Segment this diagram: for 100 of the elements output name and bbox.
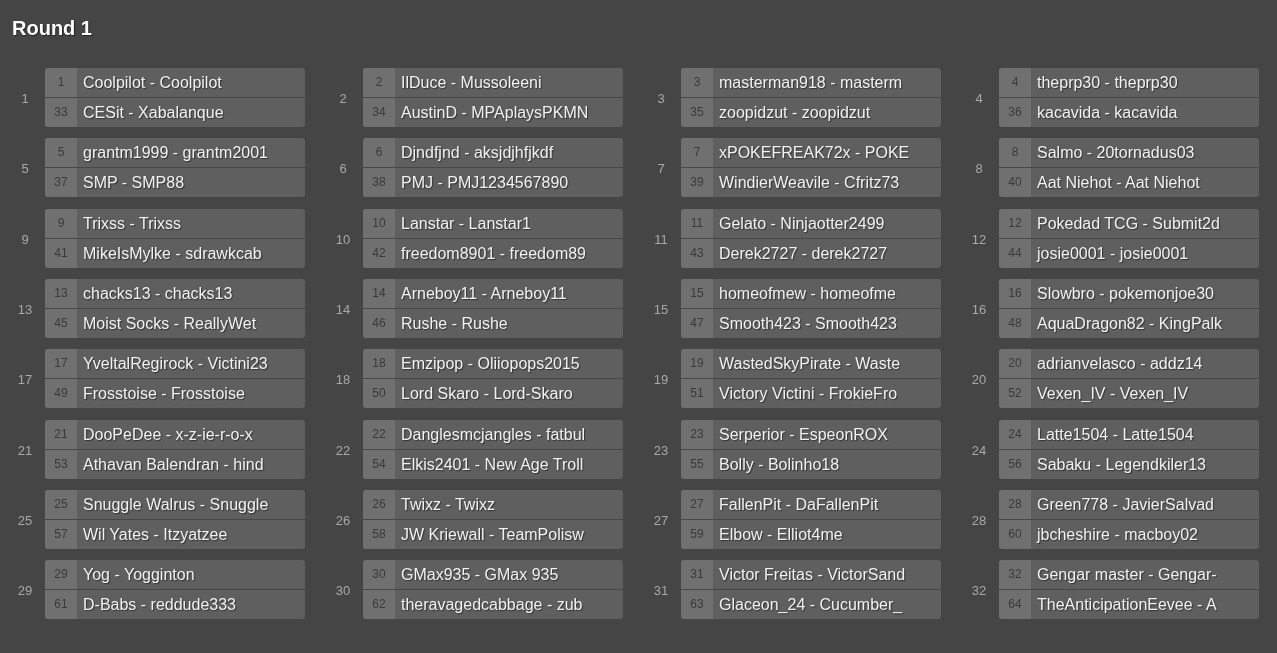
match-number: 29 bbox=[17, 582, 33, 598]
player-name: masterman918 - masterm bbox=[719, 73, 903, 93]
player-name: Yog - Yogginton bbox=[83, 565, 195, 586]
match-card bbox=[999, 419, 1259, 479]
player-row bbox=[999, 379, 1259, 409]
match-number: 19 bbox=[653, 371, 669, 387]
match-number: 32 bbox=[971, 582, 987, 598]
match-card bbox=[999, 68, 1259, 127]
player-row bbox=[45, 168, 305, 198]
player-name: YveltalRegirock - Victini23 bbox=[83, 354, 268, 375]
player-row bbox=[999, 68, 1259, 97]
match-number: 31 bbox=[653, 582, 669, 598]
player-row bbox=[999, 278, 1259, 308]
match-card bbox=[45, 278, 305, 338]
match-card bbox=[681, 419, 941, 479]
match-card bbox=[45, 68, 305, 127]
player-name: Glaceon_24 - Cucumber_ bbox=[719, 595, 903, 616]
player-name: Arneboy11 - Arneboy11 bbox=[401, 283, 567, 304]
player-name: Smooth423 - Smooth423 bbox=[719, 313, 897, 334]
player-name: PMJ - PMJ1234567890 bbox=[401, 173, 569, 194]
match-number: 21 bbox=[17, 442, 33, 457]
player-row bbox=[363, 238, 623, 268]
player-row bbox=[999, 590, 1259, 620]
player-name: Serperior - EspeonROX bbox=[719, 424, 888, 445]
player-row bbox=[681, 238, 941, 268]
match-number: 2 bbox=[339, 90, 347, 106]
match-card bbox=[999, 208, 1259, 268]
player-row bbox=[999, 98, 1259, 127]
player-row bbox=[999, 238, 1259, 268]
player-name: D-Babs - reddude333 bbox=[83, 595, 236, 616]
match-card bbox=[681, 278, 941, 338]
match-card bbox=[681, 138, 941, 198]
match-number: 13 bbox=[17, 301, 33, 317]
player-name: Twixz - Twixz bbox=[401, 494, 495, 515]
player-name: Coolpilot - Coolpilot bbox=[83, 73, 222, 93]
player-row bbox=[999, 419, 1259, 449]
player-row bbox=[999, 208, 1259, 238]
player-name: adrianvelasco - addz14 bbox=[1037, 354, 1203, 375]
player-row bbox=[681, 278, 941, 308]
player-row bbox=[681, 379, 941, 409]
match-card bbox=[363, 560, 623, 620]
player-name: kacavida - kacavida bbox=[1037, 103, 1178, 123]
player-row bbox=[681, 560, 941, 590]
match-card bbox=[363, 68, 623, 127]
match-card bbox=[999, 349, 1259, 409]
player-name: TheAnticipationEevee - A bbox=[1037, 595, 1217, 616]
player-row bbox=[681, 208, 941, 238]
match-number: 26 bbox=[335, 512, 351, 528]
player-name: Sabaku - Legendkiler13 bbox=[1037, 454, 1206, 475]
player-row bbox=[999, 560, 1259, 590]
player-row bbox=[363, 98, 623, 127]
player-row bbox=[999, 308, 1259, 338]
player-row bbox=[45, 138, 305, 168]
match-card bbox=[999, 489, 1259, 549]
player-row bbox=[999, 349, 1259, 379]
match-card bbox=[363, 349, 623, 409]
player-name: homeofmew - homeofme bbox=[719, 283, 896, 304]
player-row bbox=[681, 519, 941, 549]
player-name: GMax935 - GMax 935 bbox=[401, 565, 559, 586]
player-row bbox=[363, 519, 623, 549]
player-name: Athavan Balendran - hind bbox=[83, 454, 264, 475]
player-row bbox=[363, 419, 623, 449]
match-number: 3 bbox=[657, 90, 665, 106]
player-name: AustinD - MPAplaysPKMN bbox=[401, 103, 589, 123]
player-name: AquaDragon82 - KingPalk bbox=[1037, 313, 1222, 334]
player-name: WindierWeavile - Cfritz73 bbox=[719, 173, 900, 194]
player-name: JW Kriewall - TeamPolisw bbox=[401, 524, 584, 545]
match-card bbox=[681, 560, 941, 620]
player-name: SMP - SMP88 bbox=[83, 173, 185, 194]
player-row bbox=[45, 379, 305, 409]
match-number: 6 bbox=[339, 160, 347, 176]
player-name: Pokedad TCG - Submit2d bbox=[1037, 213, 1220, 234]
match-card bbox=[681, 68, 941, 127]
player-name: Aat Niehot - Aat Niehot bbox=[1037, 173, 1200, 194]
match-number: 17 bbox=[17, 371, 33, 387]
player-name: Derek2727 - derek2727 bbox=[719, 243, 888, 264]
match-card bbox=[45, 560, 305, 620]
player-row bbox=[45, 278, 305, 308]
player-row bbox=[681, 590, 941, 620]
player-name: Lanstar - Lanstar1 bbox=[401, 213, 531, 234]
match-number: 15 bbox=[653, 301, 669, 317]
match-card bbox=[681, 208, 941, 268]
match-number: 8 bbox=[975, 160, 983, 176]
match-card bbox=[363, 419, 623, 479]
match-card bbox=[363, 208, 623, 268]
player-row bbox=[681, 308, 941, 338]
match-number: 27 bbox=[653, 512, 669, 528]
match-number: 24 bbox=[971, 442, 987, 457]
player-name: Trixss - Trixss bbox=[83, 213, 182, 234]
match-card bbox=[681, 489, 941, 549]
match-card bbox=[45, 138, 305, 198]
player-row bbox=[45, 560, 305, 590]
player-row bbox=[45, 419, 305, 449]
player-row bbox=[681, 138, 941, 168]
match-number: 12 bbox=[971, 231, 987, 247]
match-card bbox=[45, 349, 305, 409]
match-card bbox=[999, 138, 1259, 198]
player-row bbox=[363, 349, 623, 379]
player-row bbox=[681, 98, 941, 127]
player-name: theprp30 - theprp30 bbox=[1037, 73, 1178, 93]
